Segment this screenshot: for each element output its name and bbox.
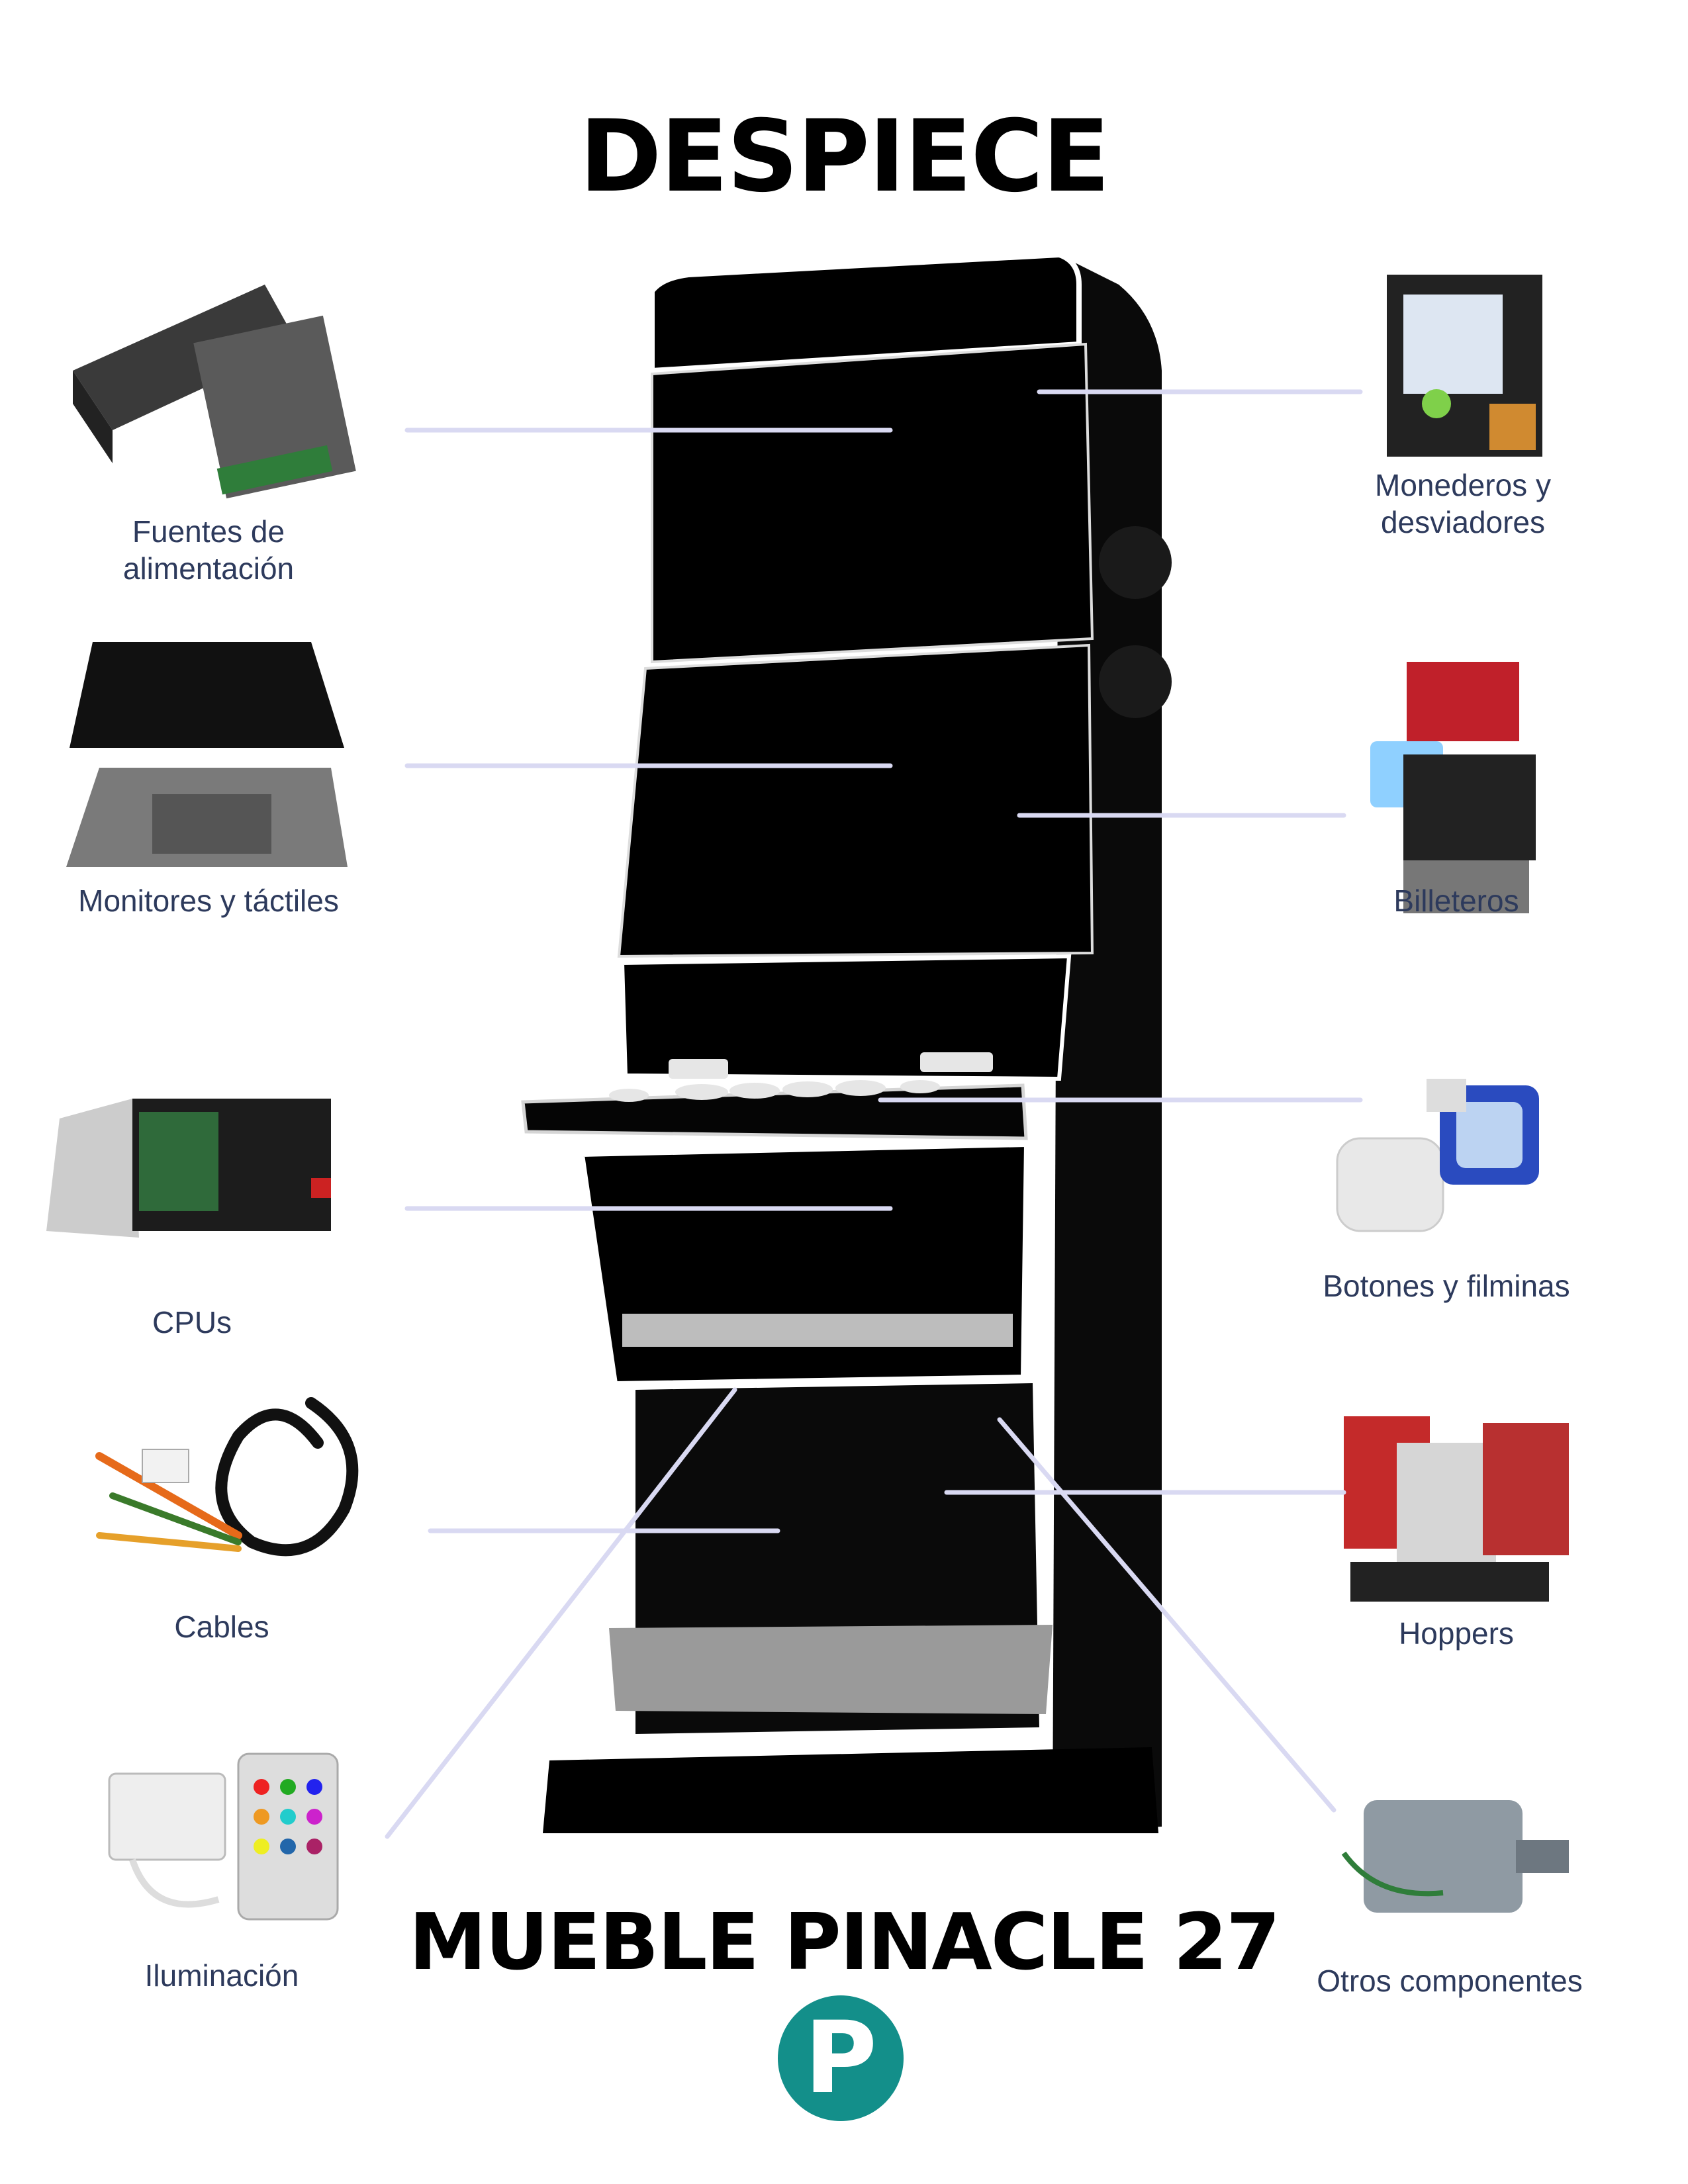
lower-door bbox=[580, 1142, 1029, 1386]
cabinet-foot bbox=[543, 1747, 1158, 1833]
label-hoppers: Hoppers bbox=[1399, 1616, 1514, 1651]
label-fuentes: Fuentes de alimentación bbox=[122, 514, 295, 586]
label-iluminacion: Iluminación bbox=[144, 1958, 299, 1993]
connector-iluminacion bbox=[385, 1387, 737, 1839]
bill-slot bbox=[622, 1314, 1013, 1347]
cabinet-belly bbox=[620, 954, 1072, 1081]
upper-screen bbox=[651, 342, 1094, 664]
page-title: DESPIECE bbox=[579, 99, 1110, 214]
label-cpus: CPUs bbox=[152, 1305, 232, 1340]
lower-screen bbox=[617, 643, 1094, 958]
buttons-thumbnail bbox=[1336, 1079, 1539, 1232]
power-supply-thumbnail bbox=[73, 285, 356, 499]
lighting-thumbnail bbox=[108, 1752, 339, 1921]
speaker-upper bbox=[1099, 526, 1172, 599]
brand-logo: P bbox=[778, 1995, 904, 2121]
cables-thumbnail bbox=[95, 1397, 359, 1557]
bill-validator-thumbnail bbox=[1370, 662, 1536, 913]
connector-otros bbox=[997, 1417, 1336, 1813]
label-monederos: Monederos y desviadores bbox=[1375, 468, 1551, 539]
cabinet-image bbox=[521, 251, 1172, 1833]
coin-validator-thumbnail bbox=[1387, 275, 1542, 457]
cabinet-topper bbox=[649, 251, 1082, 374]
base-tray bbox=[609, 1625, 1053, 1714]
model-title: MUEBLE PINACLE 27 bbox=[408, 1896, 1281, 1987]
speaker-lower bbox=[1099, 645, 1172, 718]
motor-thumbnail bbox=[1341, 1800, 1569, 1913]
label-monitores: Monitores y táctiles bbox=[78, 884, 339, 918]
label-otros: Otros componentes bbox=[1317, 1964, 1583, 1998]
label-botones: Botones y filminas bbox=[1323, 1269, 1570, 1303]
monitor-thumbnail bbox=[66, 642, 348, 867]
cpu-thumbnail bbox=[46, 1099, 331, 1238]
hoppers-thumbnail bbox=[1344, 1416, 1569, 1602]
connector-lines bbox=[385, 389, 1363, 1839]
deck-buttons bbox=[609, 1052, 993, 1102]
label-billeteros: Billeteros bbox=[1393, 884, 1519, 918]
label-cables: Cables bbox=[174, 1610, 269, 1644]
